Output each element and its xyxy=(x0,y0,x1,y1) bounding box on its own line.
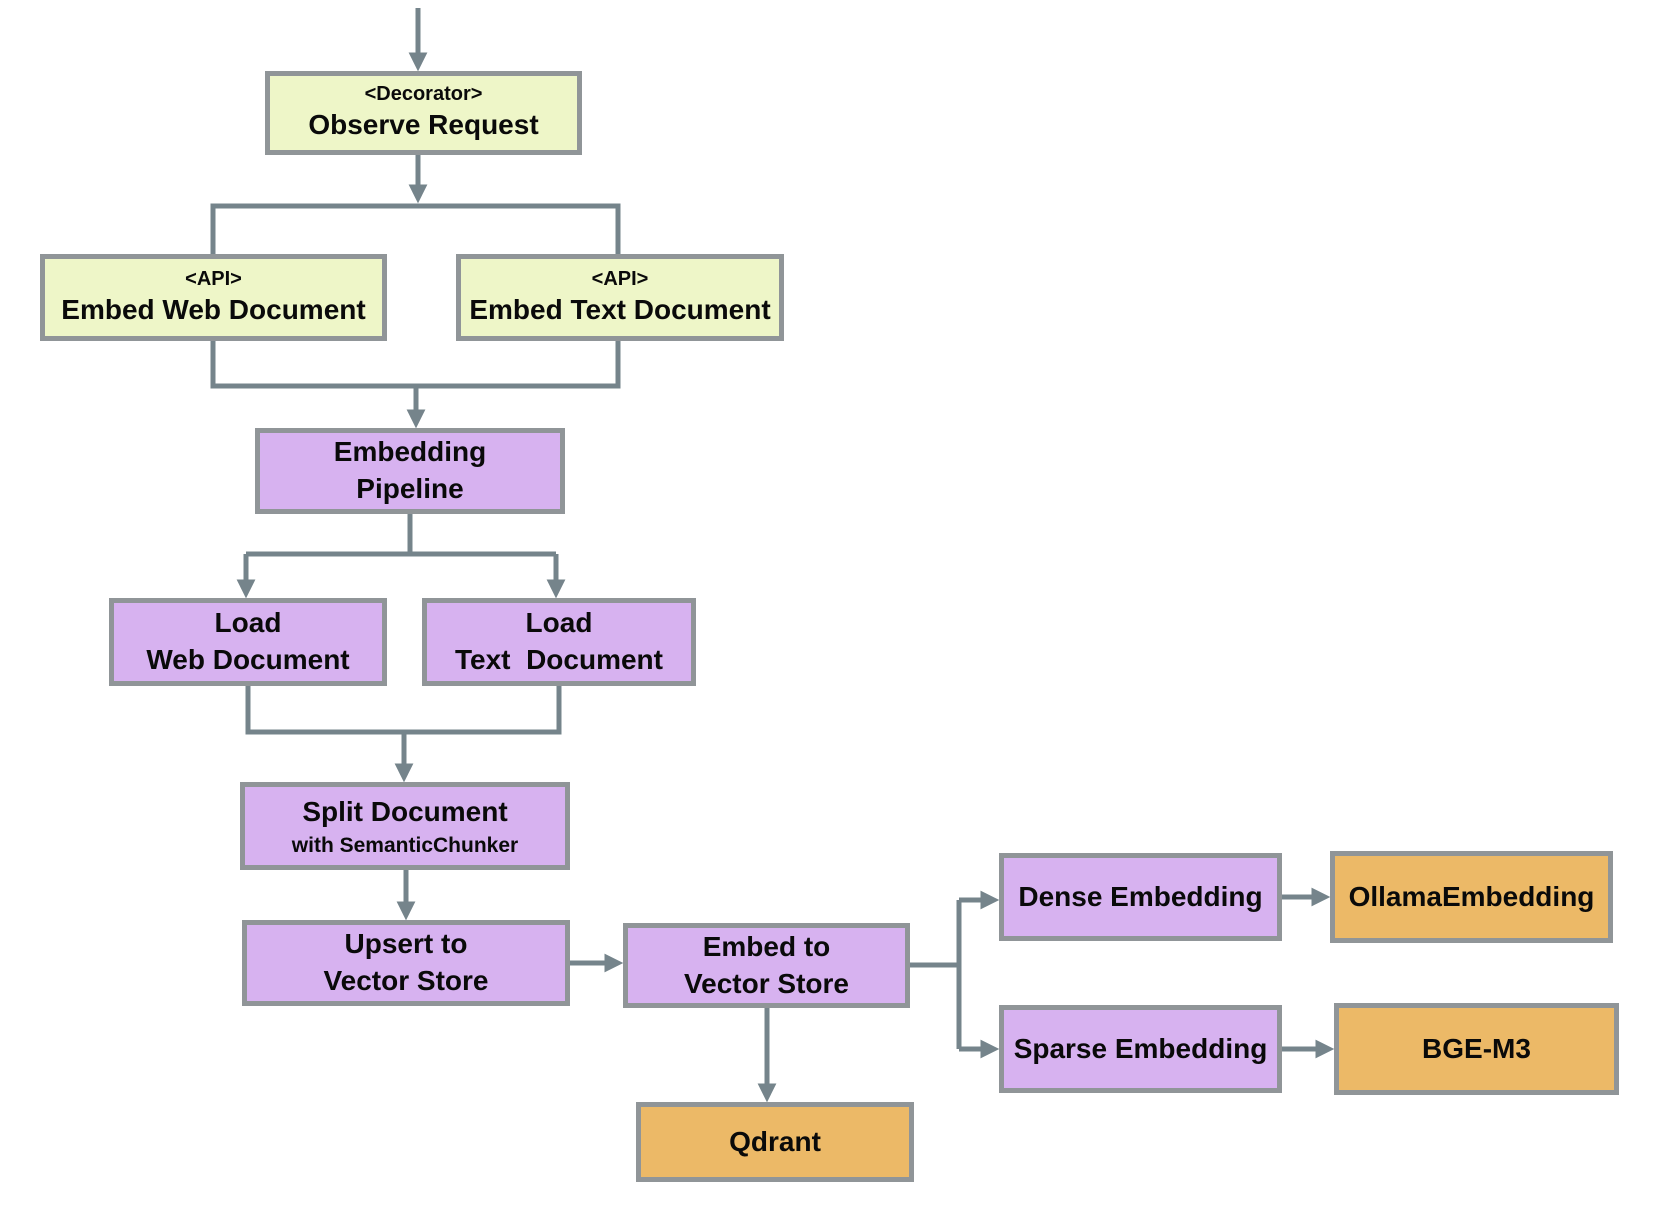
node-label: Embed Text Document xyxy=(469,293,771,325)
node-label: Sparse Embedding xyxy=(1013,1032,1268,1064)
node-label: Embedding Pipeline xyxy=(333,436,487,504)
node-label: Upsert to Vector Store xyxy=(323,928,489,996)
node-label: Embed to Vector Store xyxy=(684,930,849,999)
node-load-web-document: Load Web Document xyxy=(109,598,387,686)
edge-api-merge xyxy=(210,341,621,389)
node-stereotype: <API> xyxy=(591,267,649,290)
edge-branch-to-api-boxes xyxy=(210,203,621,254)
node-label: Load Web Document xyxy=(146,607,350,675)
node-bge-m3: BGE-M3 xyxy=(1334,1003,1619,1095)
node-label: Embed Web Document xyxy=(61,293,366,325)
node-label: Load Text Document xyxy=(455,607,663,675)
node-split-document: Split Document with SemanticChunker xyxy=(240,782,570,870)
node-label: Split Document xyxy=(302,795,508,827)
node-stereotype: <API> xyxy=(185,267,242,290)
node-embed-web-document: <API> Embed Web Document xyxy=(40,254,387,341)
node-load-text-document: Load Text Document xyxy=(422,598,696,686)
node-embed-text-document: <API> Embed Text Document xyxy=(456,254,784,341)
node-qdrant: Qdrant xyxy=(636,1102,914,1182)
node-stereotype: <Decorator> xyxy=(364,83,483,106)
node-embedding-pipeline: Embedding Pipeline xyxy=(255,428,565,514)
edge-embed-store-branch-spine xyxy=(910,900,962,1049)
node-embed-to-vector-store: Embed to Vector Store xyxy=(623,923,910,1008)
edge-load-merge xyxy=(245,686,562,735)
edge-pipeline-split-bar xyxy=(246,514,556,557)
node-label: BGE-M3 xyxy=(1422,1032,1531,1064)
node-observe-request: <Decorator> Observe Request xyxy=(265,71,582,155)
node-label: Qdrant xyxy=(729,1125,821,1157)
node-label: Observe Request xyxy=(308,109,539,141)
node-label: Dense Embedding xyxy=(1018,880,1263,912)
node-upsert-to-vector-store: Upsert to Vector Store xyxy=(242,920,570,1006)
node-label: OllamaEmbedding xyxy=(1348,880,1595,912)
node-sparse-embedding: Sparse Embedding xyxy=(999,1005,1282,1093)
node-ollama-embedding: OllamaEmbedding xyxy=(1330,851,1613,943)
node-sublabel: with SemanticChunker xyxy=(291,833,519,857)
node-dense-embedding: Dense Embedding xyxy=(999,853,1282,941)
